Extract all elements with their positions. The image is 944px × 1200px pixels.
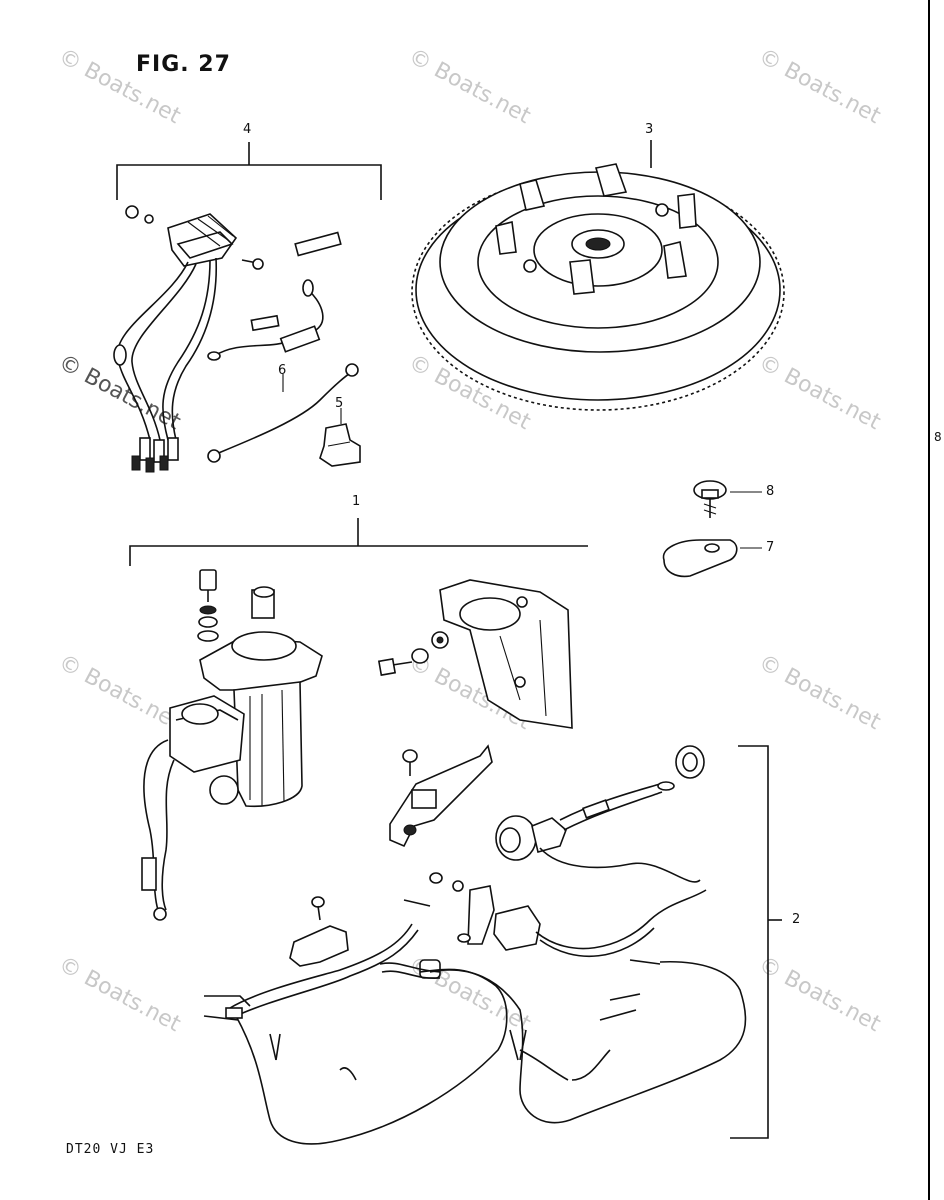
callout-8-edge: 8 (934, 430, 942, 444)
page-right-border (928, 0, 930, 1200)
callout-4: 4 (243, 122, 252, 137)
kill-switch (457, 889, 707, 958)
callout-5: 5 (335, 396, 344, 411)
starter-bolts (377, 631, 449, 677)
rectifier-regulator (113, 205, 264, 473)
bracket-1 (129, 518, 588, 566)
switch-bolts (403, 824, 495, 945)
bolt-8 (693, 480, 762, 518)
callout-2: 2 (792, 912, 801, 927)
bracket-4 (116, 142, 382, 200)
callout-leaders (282, 374, 342, 424)
callout-8: 8 (766, 484, 775, 499)
starter-bracket (439, 579, 573, 729)
callout-7: 7 (766, 540, 775, 555)
callout-3: 3 (645, 122, 654, 137)
fuse-parts (207, 231, 342, 361)
bracket-2 (730, 745, 782, 1139)
callout-1: 1 (352, 494, 361, 509)
flywheel-3 (411, 140, 785, 411)
switch-bracket (389, 744, 705, 848)
callout-6: 6 (278, 363, 287, 378)
model-code: DT20 VJ E3 (66, 1142, 155, 1157)
key-switch (495, 781, 701, 883)
wiring-harness (203, 899, 747, 1145)
figure-title: FIG. 27 (136, 52, 231, 77)
cord-clip (289, 896, 441, 979)
plate-7 (662, 539, 762, 578)
lead-wire-6 (207, 363, 359, 463)
starter-motor (141, 569, 323, 921)
clamp-5 (319, 423, 361, 467)
